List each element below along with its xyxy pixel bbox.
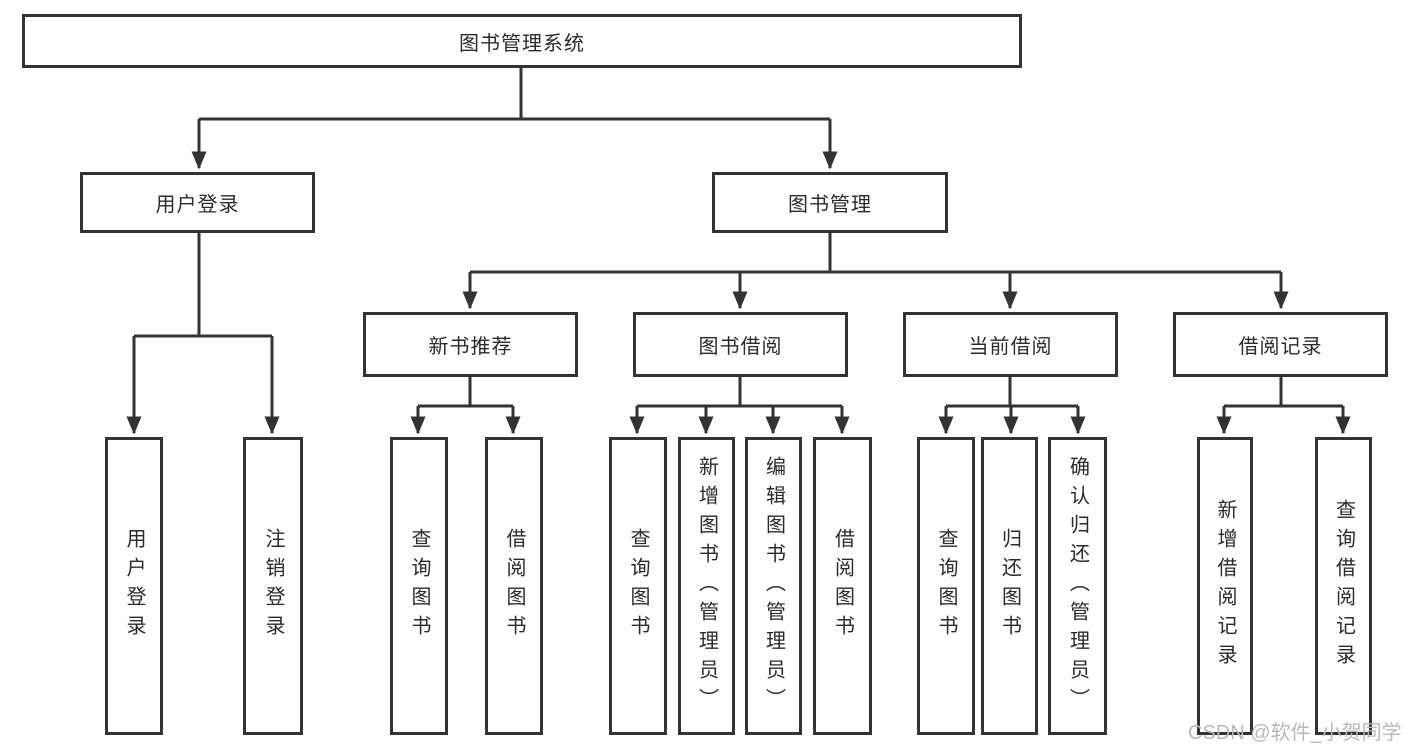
- leaf-return-books: 归还图书: [981, 437, 1038, 735]
- leaf-logout: 注销登录: [243, 437, 303, 735]
- leaf-label: 注销登录: [262, 528, 284, 644]
- node-borrowing-records: 借阅记录: [1173, 312, 1388, 377]
- leaf-label: 查询借阅记录: [1332, 499, 1355, 673]
- leaf-user-login: 用户登录: [105, 437, 163, 735]
- leaf-add-books-admin: 新增图书（管理员）: [678, 437, 735, 735]
- leaf-label: 用户登录: [123, 528, 145, 644]
- node-label: 当前借阅: [968, 336, 1053, 358]
- node-library-management-system: 图书管理系统: [22, 14, 1022, 68]
- leaf-label: 新增借阅记录: [1214, 499, 1236, 673]
- leaf-label: 查询图书: [935, 528, 957, 644]
- leaf-edit-books-admin: 编辑图书（管理员）: [745, 437, 802, 735]
- node-label: 图书借阅: [698, 336, 783, 358]
- leaf-label: 编辑图书（管理员）: [762, 455, 785, 717]
- leaf-label: 新增图书（管理员）: [695, 455, 718, 717]
- leaf-label: 查询图书: [627, 528, 649, 644]
- leaf-query-books-borrowing: 查询图书: [609, 437, 667, 735]
- leaf-add-borrow-record: 新增借阅记录: [1197, 437, 1253, 735]
- leaf-query-books-current: 查询图书: [917, 437, 975, 735]
- leaf-confirm-return-admin: 确认归还（管理员）: [1048, 437, 1107, 735]
- node-label: 图书管理系统: [459, 32, 585, 55]
- node-label: 用户登录: [155, 194, 240, 216]
- leaf-query-borrow-record: 查询借阅记录: [1315, 437, 1372, 735]
- node-label: 新书推荐: [428, 336, 513, 358]
- leaf-label: 借阅图书: [831, 528, 854, 644]
- node-new-book-recommendation: 新书推荐: [363, 312, 578, 377]
- leaf-borrow-books-recommendation: 借阅图书: [485, 437, 543, 735]
- node-label: 图书管理: [788, 194, 872, 216]
- node-book-management: 图书管理: [712, 172, 948, 233]
- node-user-login: 用户登录: [80, 172, 315, 233]
- leaf-label: 归还图书: [998, 528, 1021, 644]
- node-book-borrowing: 图书借阅: [633, 312, 848, 377]
- leaf-query-books-recommendation: 查询图书: [390, 437, 448, 735]
- leaf-borrow-books-borrowing: 借阅图书: [813, 437, 872, 735]
- leaf-label: 查询图书: [408, 528, 430, 644]
- node-current-borrowing: 当前借阅: [903, 312, 1118, 377]
- leaf-label: 借阅图书: [503, 528, 525, 644]
- node-label: 借阅记录: [1238, 336, 1323, 358]
- leaf-label: 确认归还（管理员）: [1066, 455, 1089, 717]
